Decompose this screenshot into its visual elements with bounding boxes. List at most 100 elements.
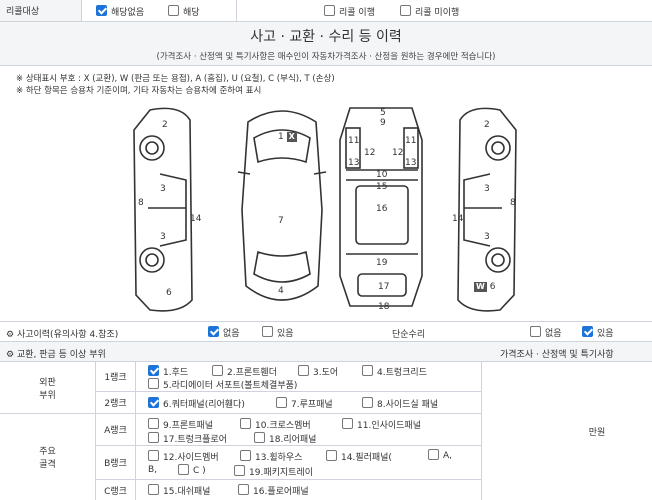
item-pillar-b[interactable]: B, — [148, 465, 158, 475]
part-num-10: 10 — [376, 170, 388, 180]
item-radiator-support[interactable]: 5.라디에이터 서포트(볼트체결부품) — [148, 378, 297, 391]
rankB-items: 12.사이드멤버 13.휠하우스 14.필러패널( A, B, C ) 19.패… — [136, 446, 482, 480]
rankB-cell: B랭크 — [96, 446, 136, 480]
info-icon: ⚙ — [6, 330, 17, 340]
recall-done-checkbox[interactable] — [324, 5, 335, 16]
recall-applicable-checkbox[interactable] — [168, 5, 179, 16]
part-num-1: 1 X — [278, 132, 297, 142]
part-num-17: 17 — [378, 282, 390, 292]
status-code-note: ※ 상태표시 부호 : X (교환), W (판금 또는 용접), A (흠집)… — [16, 74, 335, 84]
rankA-items: 9.프론트패널 10.크로스멤버 11.인사이드패널 17.트렁크플로어 18.… — [136, 414, 482, 446]
car-outline-svg — [133, 107, 517, 312]
item-package-tray[interactable]: 19.패키지트레이 — [234, 465, 313, 478]
recall-divider — [236, 0, 237, 21]
item-cross-member[interactable]: 10.크로스멤버 — [240, 418, 311, 431]
part-num-6-left: 6 — [166, 288, 172, 298]
parts-table: 외판 부위 주요 골격 1랭크 2랭크 A랭크 B랭크 C랭크 1.후드 2.프… — [0, 362, 652, 500]
item-trunk-lid[interactable]: 4.트렁크리드 — [362, 365, 427, 378]
part-num-18: 18 — [378, 302, 390, 312]
item-door[interactable]: 3.도어 — [298, 365, 338, 378]
parts-header-row: ⚙ 교환, 판금 등 이상 부위 가격조사 · 산정액 및 특기사항 — [0, 342, 652, 362]
item-inside-panel[interactable]: 11.인사이드패널 — [342, 418, 421, 431]
accident-none-checkbox[interactable] — [208, 326, 219, 337]
recall-done-option[interactable]: 리콜 이행 — [324, 5, 375, 18]
part-num-4: 4 — [278, 286, 284, 296]
simple-repair-none-checkbox[interactable] — [530, 326, 541, 337]
part-num-5: 5 — [380, 108, 386, 118]
simple-repair-yes-option[interactable]: 있음 — [582, 326, 614, 339]
part-num-3-right-front: 3 — [484, 184, 490, 194]
item-rear-panel[interactable]: 18.리어패널 — [254, 432, 316, 445]
recall-none-checkbox[interactable] — [96, 5, 107, 16]
item-front-fender[interactable]: 2.프론트휀더 — [212, 365, 277, 378]
history-title: 사고 · 교환 · 수리 등 이력 — [250, 29, 402, 45]
recall-none-option[interactable]: 해당없음 — [96, 5, 144, 18]
recall-label: 리콜대상 — [6, 7, 40, 17]
part-num-8-left: 8 — [138, 198, 144, 208]
history-header: 사고 · 교환 · 수리 등 이력 (가격조사 · 산정액 및 특기사항은 매수… — [0, 22, 652, 66]
history-subtitle: (가격조사 · 산정액 및 특기사항은 매수인이 자동차가격조사 · 산정을 원… — [156, 52, 496, 62]
exchange-mark: X — [286, 132, 297, 142]
part-num-8-right: 8 — [510, 198, 516, 208]
simple-repair-none-option[interactable]: 없음 — [530, 326, 562, 339]
recall-not-done-option[interactable]: 리콜 미이행 — [400, 5, 459, 18]
accident-label: ⚙ 사고이력(유의사항 4.참조) — [6, 330, 119, 340]
item-quarter-panel[interactable]: 6.쿼터패널(리어휀다) — [148, 397, 245, 410]
frame-group-cell: 주요 골격 — [0, 414, 96, 500]
rankC-cell: C랭크 — [96, 480, 136, 500]
item-pillar-panel[interactable]: 14.필러패널( — [326, 450, 392, 463]
part-num-12-a: 12 — [364, 148, 376, 158]
weld-mark: W — [474, 282, 487, 292]
parts-label: ⚙ 교환, 판금 등 이상 부위 — [6, 350, 106, 360]
info-icon: ⚙ — [6, 350, 17, 360]
item-wheel-house[interactable]: 13.휠하우스 — [240, 450, 302, 463]
part-num-15: 15 — [376, 182, 388, 192]
accident-none-option[interactable]: 없음 — [208, 326, 240, 339]
part-num-11-b: 11 — [405, 136, 417, 146]
part-num-11-a: 11 — [348, 136, 360, 146]
item-pillar-a[interactable]: A, — [428, 449, 452, 461]
part-num-3-left-front: 3 — [160, 184, 166, 194]
part-num-3-right-rear: 3 — [484, 232, 490, 242]
part-num-13-b: 13 — [405, 158, 417, 168]
part-num-13-a: 13 — [348, 158, 360, 168]
recall-row: 리콜대상 해당없음 해당 리콜 이행 리콜 미이행 — [0, 0, 652, 22]
item-pillar-c[interactable]: C ) — [178, 464, 206, 476]
recall-applicable-option[interactable]: 해당 — [168, 5, 200, 18]
rank1-cell: 1랭크 — [96, 362, 136, 392]
simple-repair-yes-checkbox[interactable] — [582, 326, 593, 337]
accident-row: ⚙ 사고이력(유의사항 4.참조) 없음 있음 단순수리 없음 있음 — [0, 322, 652, 342]
price-unit: 만원 — [588, 427, 606, 438]
accident-yes-option[interactable]: 있음 — [262, 326, 294, 339]
rank1-items: 1.후드 2.프론트휀더 3.도어 4.트렁크리드 5.라디에이터 서포트(볼트… — [136, 362, 482, 392]
part-num-9: 9 — [380, 118, 386, 128]
recall-not-done-checkbox[interactable] — [400, 5, 411, 16]
recall-label-cell: 리콜대상 — [0, 0, 82, 21]
item-dash-panel[interactable]: 15.대쉬패널 — [148, 484, 210, 497]
item-trunk-floor[interactable]: 17.트렁크플로어 — [148, 432, 227, 445]
price-label: 가격조사 · 산정액 및 특기사항 — [500, 350, 614, 360]
rank2-items: 6.쿼터패널(리어휀다) 7.루프패널 8.사이드실 패널 — [136, 392, 482, 414]
item-hood[interactable]: 1.후드 — [148, 365, 188, 378]
part-num-14-left: 14 — [190, 214, 202, 224]
item-side-member[interactable]: 12.사이드멤버 — [148, 450, 219, 463]
rank2-cell: 2랭크 — [96, 392, 136, 414]
rankA-cell: A랭크 — [96, 414, 136, 446]
rankC-items: 15.대쉬패널 16.플로어패널 — [136, 480, 482, 500]
simple-repair-label: 단순수리 — [392, 330, 426, 340]
part-num-3-left-rear: 3 — [160, 232, 166, 242]
part-num-2-left: 2 — [162, 120, 168, 130]
car-diagram: 2 3 8 14 3 6 1 X 7 4 5 9 11 12 13 11 12 … — [0, 100, 652, 322]
part-num-7: 7 — [278, 216, 284, 226]
item-roof-panel[interactable]: 7.루프패널 — [276, 397, 333, 410]
price-cell[interactable]: 만원 — [482, 362, 652, 500]
accident-yes-checkbox[interactable] — [262, 326, 273, 337]
item-side-sill[interactable]: 8.사이드실 패널 — [362, 397, 438, 410]
part-num-19: 19 — [376, 258, 388, 268]
item-front-panel[interactable]: 9.프론트패널 — [148, 418, 213, 431]
outer-group-cell: 외판 부위 — [0, 362, 96, 414]
part-num-16: 16 — [376, 204, 388, 214]
passenger-car-note: ※ 하단 항목은 승용차 기준이며, 기타 자동차는 승용차에 준하여 표시 — [16, 86, 262, 96]
part-num-6-right: W 6 — [474, 282, 496, 292]
item-floor-panel[interactable]: 16.플로어패널 — [238, 484, 309, 497]
